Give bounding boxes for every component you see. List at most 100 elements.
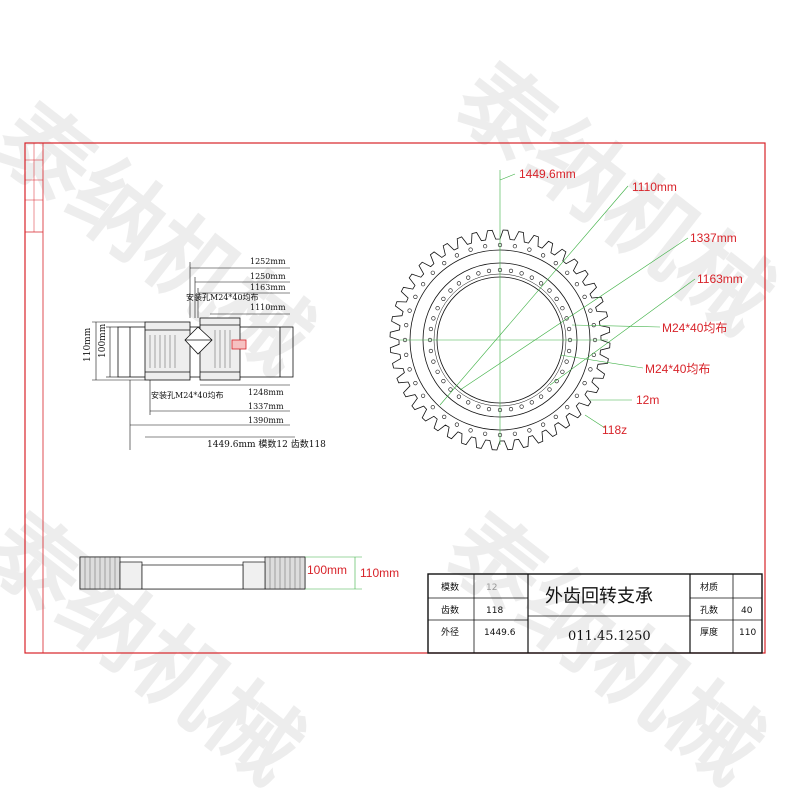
label-holes-outer: M24*40均布	[662, 321, 727, 335]
bolt-hole-inner	[519, 404, 524, 409]
bolt-hole-inner	[476, 404, 481, 409]
tb-product-name: 外齿回转支承	[545, 586, 653, 607]
bolt-hole-outer	[591, 323, 596, 328]
front-caption: 1449.6mm 模数12 齿数118	[207, 438, 326, 450]
bolt-hole-inner	[547, 387, 552, 392]
bolt-hole-inner	[448, 288, 453, 293]
bolt-hole-inner	[431, 359, 436, 364]
title-block: 模数 12 齿数 118 外径 1449.6 外齿回转支承 011.45.125…	[427, 573, 763, 654]
bolt-hole-inner	[554, 379, 559, 384]
bolt-hole-inner	[431, 316, 436, 321]
bolt-hole-inner	[428, 348, 434, 354]
dim-1250: 1250mm	[250, 272, 286, 281]
label-1110: 1110mm	[632, 180, 677, 194]
tb-value-thickness: 110	[739, 628, 756, 638]
bolt-hole-inner	[560, 369, 565, 374]
bolt-hole-outer	[540, 422, 546, 427]
bolt-hole-inner	[448, 387, 453, 392]
dim-1390: 1390mm	[248, 416, 284, 425]
bolt-hole-outer	[512, 244, 518, 249]
hole-note-top: 安装孔M24*40均布	[186, 292, 259, 302]
bolt-hole-outer	[454, 422, 460, 427]
bolt-hole-outer	[540, 253, 546, 258]
bolt-hole-outer	[527, 428, 532, 433]
watermark-text-3: 泰纳机械	[0, 493, 322, 800]
bolt-hole-outer	[421, 393, 426, 398]
tb-label-diameter: 外径	[441, 626, 459, 638]
bolt-hole-inner	[560, 306, 565, 311]
bolt-hole-inner	[435, 369, 440, 374]
tb-label-holes: 孔数	[700, 604, 718, 616]
label-teeth: 118z	[602, 423, 627, 437]
bolt-hole-outer	[407, 367, 412, 372]
bolt-hole-inner	[466, 275, 471, 280]
tb-label-thickness: 厚度	[700, 626, 718, 638]
bolt-hole-inner	[564, 316, 569, 321]
bolt-hole-outer	[442, 261, 447, 266]
side-view: 100mm 110mm	[79, 556, 399, 590]
bolt-hole-outer	[454, 253, 460, 258]
tb-value-module: 12	[486, 583, 497, 593]
bolt-hole-outer	[512, 431, 518, 436]
label-1337: 1337mm	[690, 231, 737, 245]
bolt-hole-outer	[430, 270, 435, 275]
bolt-hole-outer	[430, 405, 435, 410]
watermark: 泰纳机械 泰纳机械 泰纳机械 泰纳机械	[0, 43, 792, 800]
tb-value-teeth: 118	[486, 606, 503, 616]
drawing-frame	[24, 142, 766, 654]
dim-1248: 1248mm	[248, 388, 284, 397]
bolt-hole-outer	[582, 294, 587, 300]
bolt-hole-inner	[456, 281, 462, 286]
bolt-hole-outer	[404, 323, 409, 328]
bolt-hole-inner	[466, 400, 471, 405]
bolt-hole-outer	[553, 414, 558, 420]
bolt-hole-outer	[413, 381, 418, 386]
bolt-hole-outer	[565, 405, 570, 410]
bolt-hole-inner	[508, 268, 514, 274]
bolt-hole-inner	[529, 400, 534, 405]
bolt-hole-outer	[574, 393, 580, 398]
bolt-hole-outer	[421, 282, 426, 287]
bolt-hole-inner	[538, 394, 544, 399]
bolt-hole-inner	[441, 296, 446, 302]
bolt-hole-outer	[553, 261, 558, 266]
tb-value-diameter: 1449.6	[484, 628, 516, 638]
bolt-hole-inner	[566, 326, 572, 332]
front-section-view: 110mm 100mm 1252mm 1250mm 1163mm 1110mm …	[83, 257, 326, 450]
gear-teeth-outline	[389, 229, 611, 451]
bolt-hole-inner	[486, 268, 492, 274]
bolt-hole-outer	[527, 247, 532, 252]
bolt-hole-outer	[483, 244, 488, 249]
bolt-hole-inner	[486, 407, 492, 412]
bolt-hole-inner	[547, 288, 552, 293]
tb-label-material: 材质	[700, 581, 718, 593]
label-1163: 1163mm	[697, 272, 743, 286]
bolt-hole-inner	[441, 379, 446, 384]
bolt-hole-outer	[483, 431, 488, 436]
tb-label-module: 模数	[441, 581, 459, 593]
dim-1163: 1163mm	[250, 283, 286, 292]
dim-1252: 1252mm	[250, 257, 286, 266]
bolt-hole-inner	[519, 271, 524, 276]
bolt-hole-inner	[428, 326, 434, 332]
bolt-hole-outer	[468, 428, 473, 433]
bolt-hole-outer	[442, 414, 447, 420]
bolt-hole-inner	[435, 306, 440, 311]
bolt-hole-inner	[538, 281, 544, 286]
hole-note-bottom: 安装孔M24*40均布	[151, 390, 224, 400]
bolt-hole-outer	[404, 352, 409, 358]
bolt-hole-inner	[566, 348, 572, 354]
tb-product-code: 011.45.1250	[568, 629, 651, 644]
front-height-outer: 110mm	[83, 327, 93, 362]
watermark-text-2: 泰纳机械	[436, 43, 792, 354]
bolt-hole-inner	[529, 275, 534, 280]
bolt-hole-outer	[468, 247, 473, 252]
bolt-hole-outer	[588, 308, 593, 313]
bolt-hole-outer	[407, 308, 412, 313]
bolt-hole-outer	[574, 282, 580, 287]
bolt-hole-outer	[588, 367, 593, 372]
bolt-hole-outer	[582, 381, 587, 386]
top-view-gear: 1449.6mm 1110mm 1337mm 1163mm M24*40均布 M…	[389, 167, 743, 451]
bolt-hole-inner	[564, 359, 569, 364]
